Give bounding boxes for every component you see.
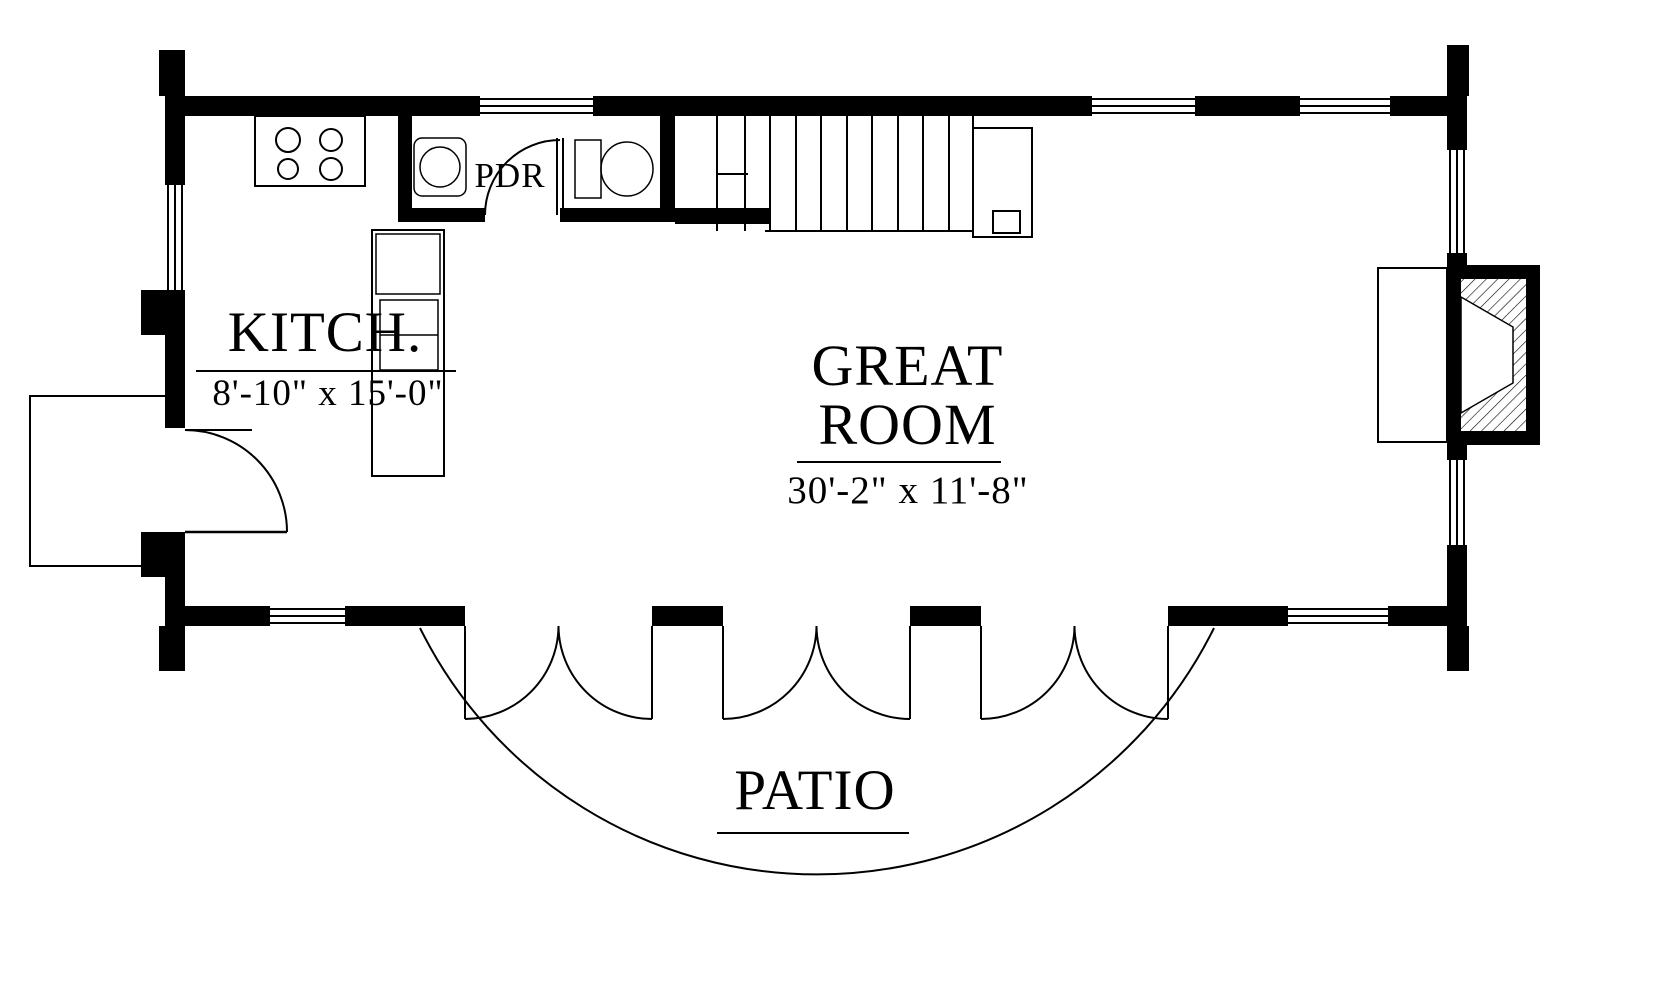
corner-posts (141, 45, 1469, 671)
range-icon (254, 115, 366, 187)
label-underlines (196, 370, 1001, 834)
stairs (716, 116, 1033, 238)
patio-doors (464, 625, 1169, 720)
kitchen-dimensions: 8'-10" x 15'-0" (212, 373, 444, 414)
great-room-label: GREAT ROOM (790, 336, 1025, 454)
patio-outline (419, 627, 1215, 876)
powder-room-door (484, 138, 564, 216)
exterior-walls (165, 96, 1467, 626)
entry-door (184, 429, 288, 534)
great-room-dimensions: 30'-2" x 11'-8" (787, 469, 1029, 512)
interior-walls (398, 116, 770, 224)
kitchen-label: KITCH. (227, 301, 423, 364)
left-bay (29, 395, 165, 567)
great-room-label-line2: ROOM (818, 392, 997, 458)
counter (371, 229, 445, 477)
refrigerator-icon (375, 233, 441, 295)
kitchen-fixtures (185, 115, 445, 477)
great-room-label-line1: GREAT (811, 333, 1004, 398)
hearth (1377, 267, 1448, 443)
fireplace (1377, 265, 1540, 445)
powder-room-fixtures (413, 137, 654, 199)
powder-room-label: PDR (474, 156, 546, 195)
patio-label: PATIO (734, 759, 896, 822)
firebox (1460, 295, 1514, 415)
windows (167, 98, 1465, 624)
toilet-icon (574, 139, 602, 199)
lavatory-icon (413, 137, 467, 197)
